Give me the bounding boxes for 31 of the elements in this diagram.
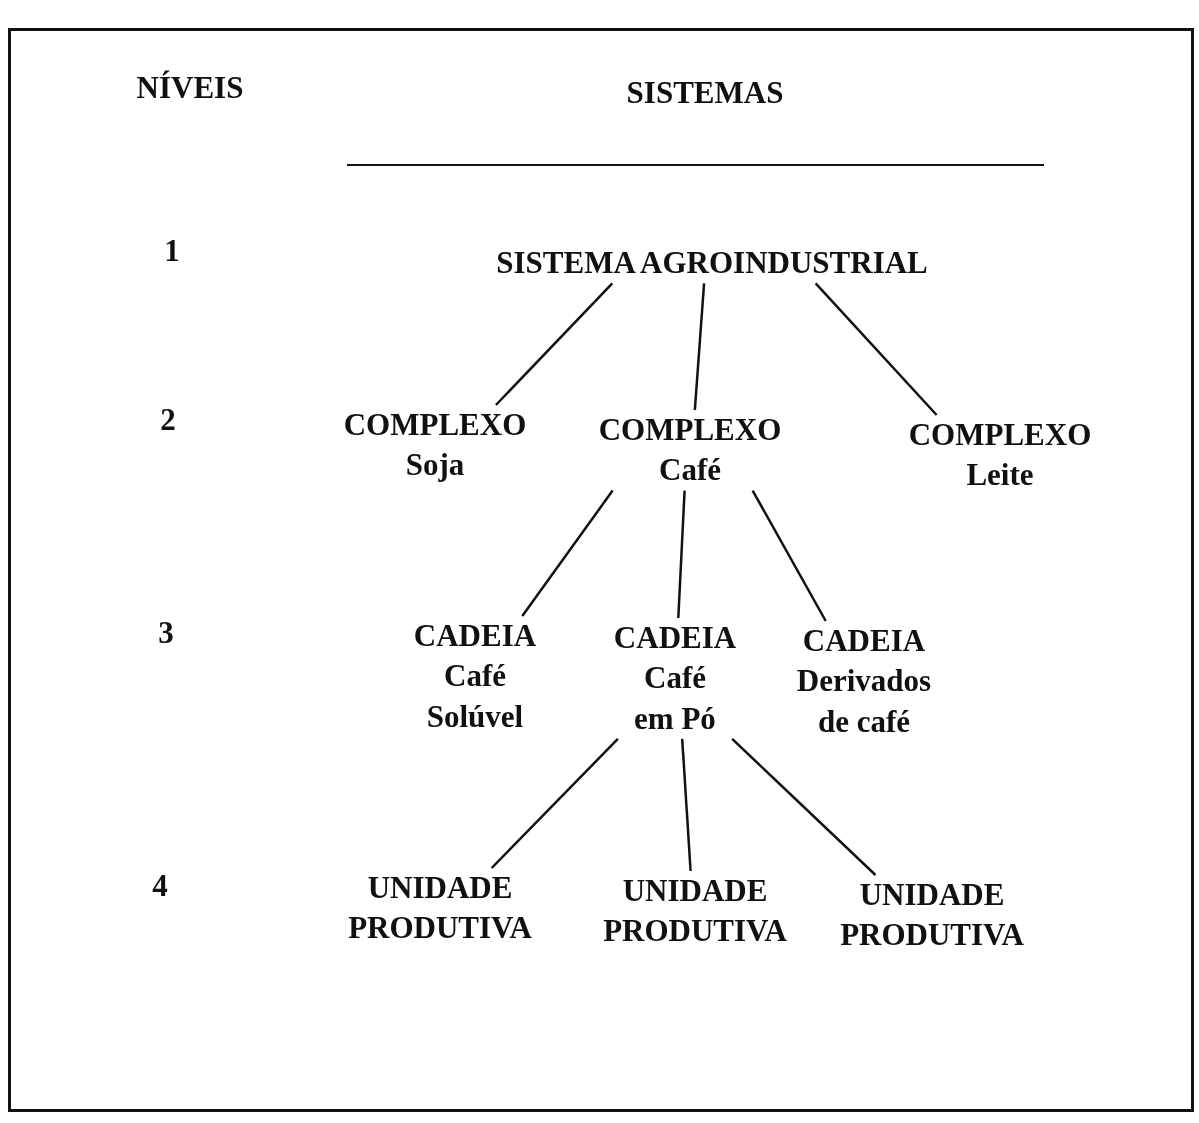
connector-line [731,738,877,876]
connector-line [521,489,614,617]
connector-line [495,282,614,406]
connector-line [680,738,692,872]
level-number: 1 [164,233,180,269]
node-label: Soja [405,446,465,485]
level-heading: COMPLEXO [908,416,1092,454]
node-label: UNIDADE PRODUTIVA [347,869,533,948]
level-number: 4 [152,868,168,904]
node-label: Leite [966,456,1034,495]
node-label: SISTEMA AGROINDUSTRIAL [496,244,928,282]
node-label: Derivados de café [795,662,933,741]
column-heading: NÍVEIS [136,70,244,106]
connector-line [751,489,827,622]
node-label: UNIDADE PRODUTIVA [602,872,788,951]
level-heading: COMPLEXO [343,406,527,444]
level-number: 3 [158,615,174,651]
node-label: Café Solúvel [425,657,525,736]
connector-line [814,282,938,416]
node-label: UNIDADE PRODUTIVA [839,876,1025,955]
node-label: Café [659,451,721,490]
connector-line [693,283,706,411]
connector-line [490,738,619,869]
level-heading: COMPLEXO [598,411,782,449]
level-heading: CADEIA [413,617,537,655]
level-heading: CADEIA [802,622,926,660]
level-number: 2 [160,402,176,438]
column-heading: SISTEMAS [626,75,784,111]
node-label: Café em Pó [633,659,717,738]
connector-line [677,490,686,619]
level-heading: CADEIA [613,619,737,657]
